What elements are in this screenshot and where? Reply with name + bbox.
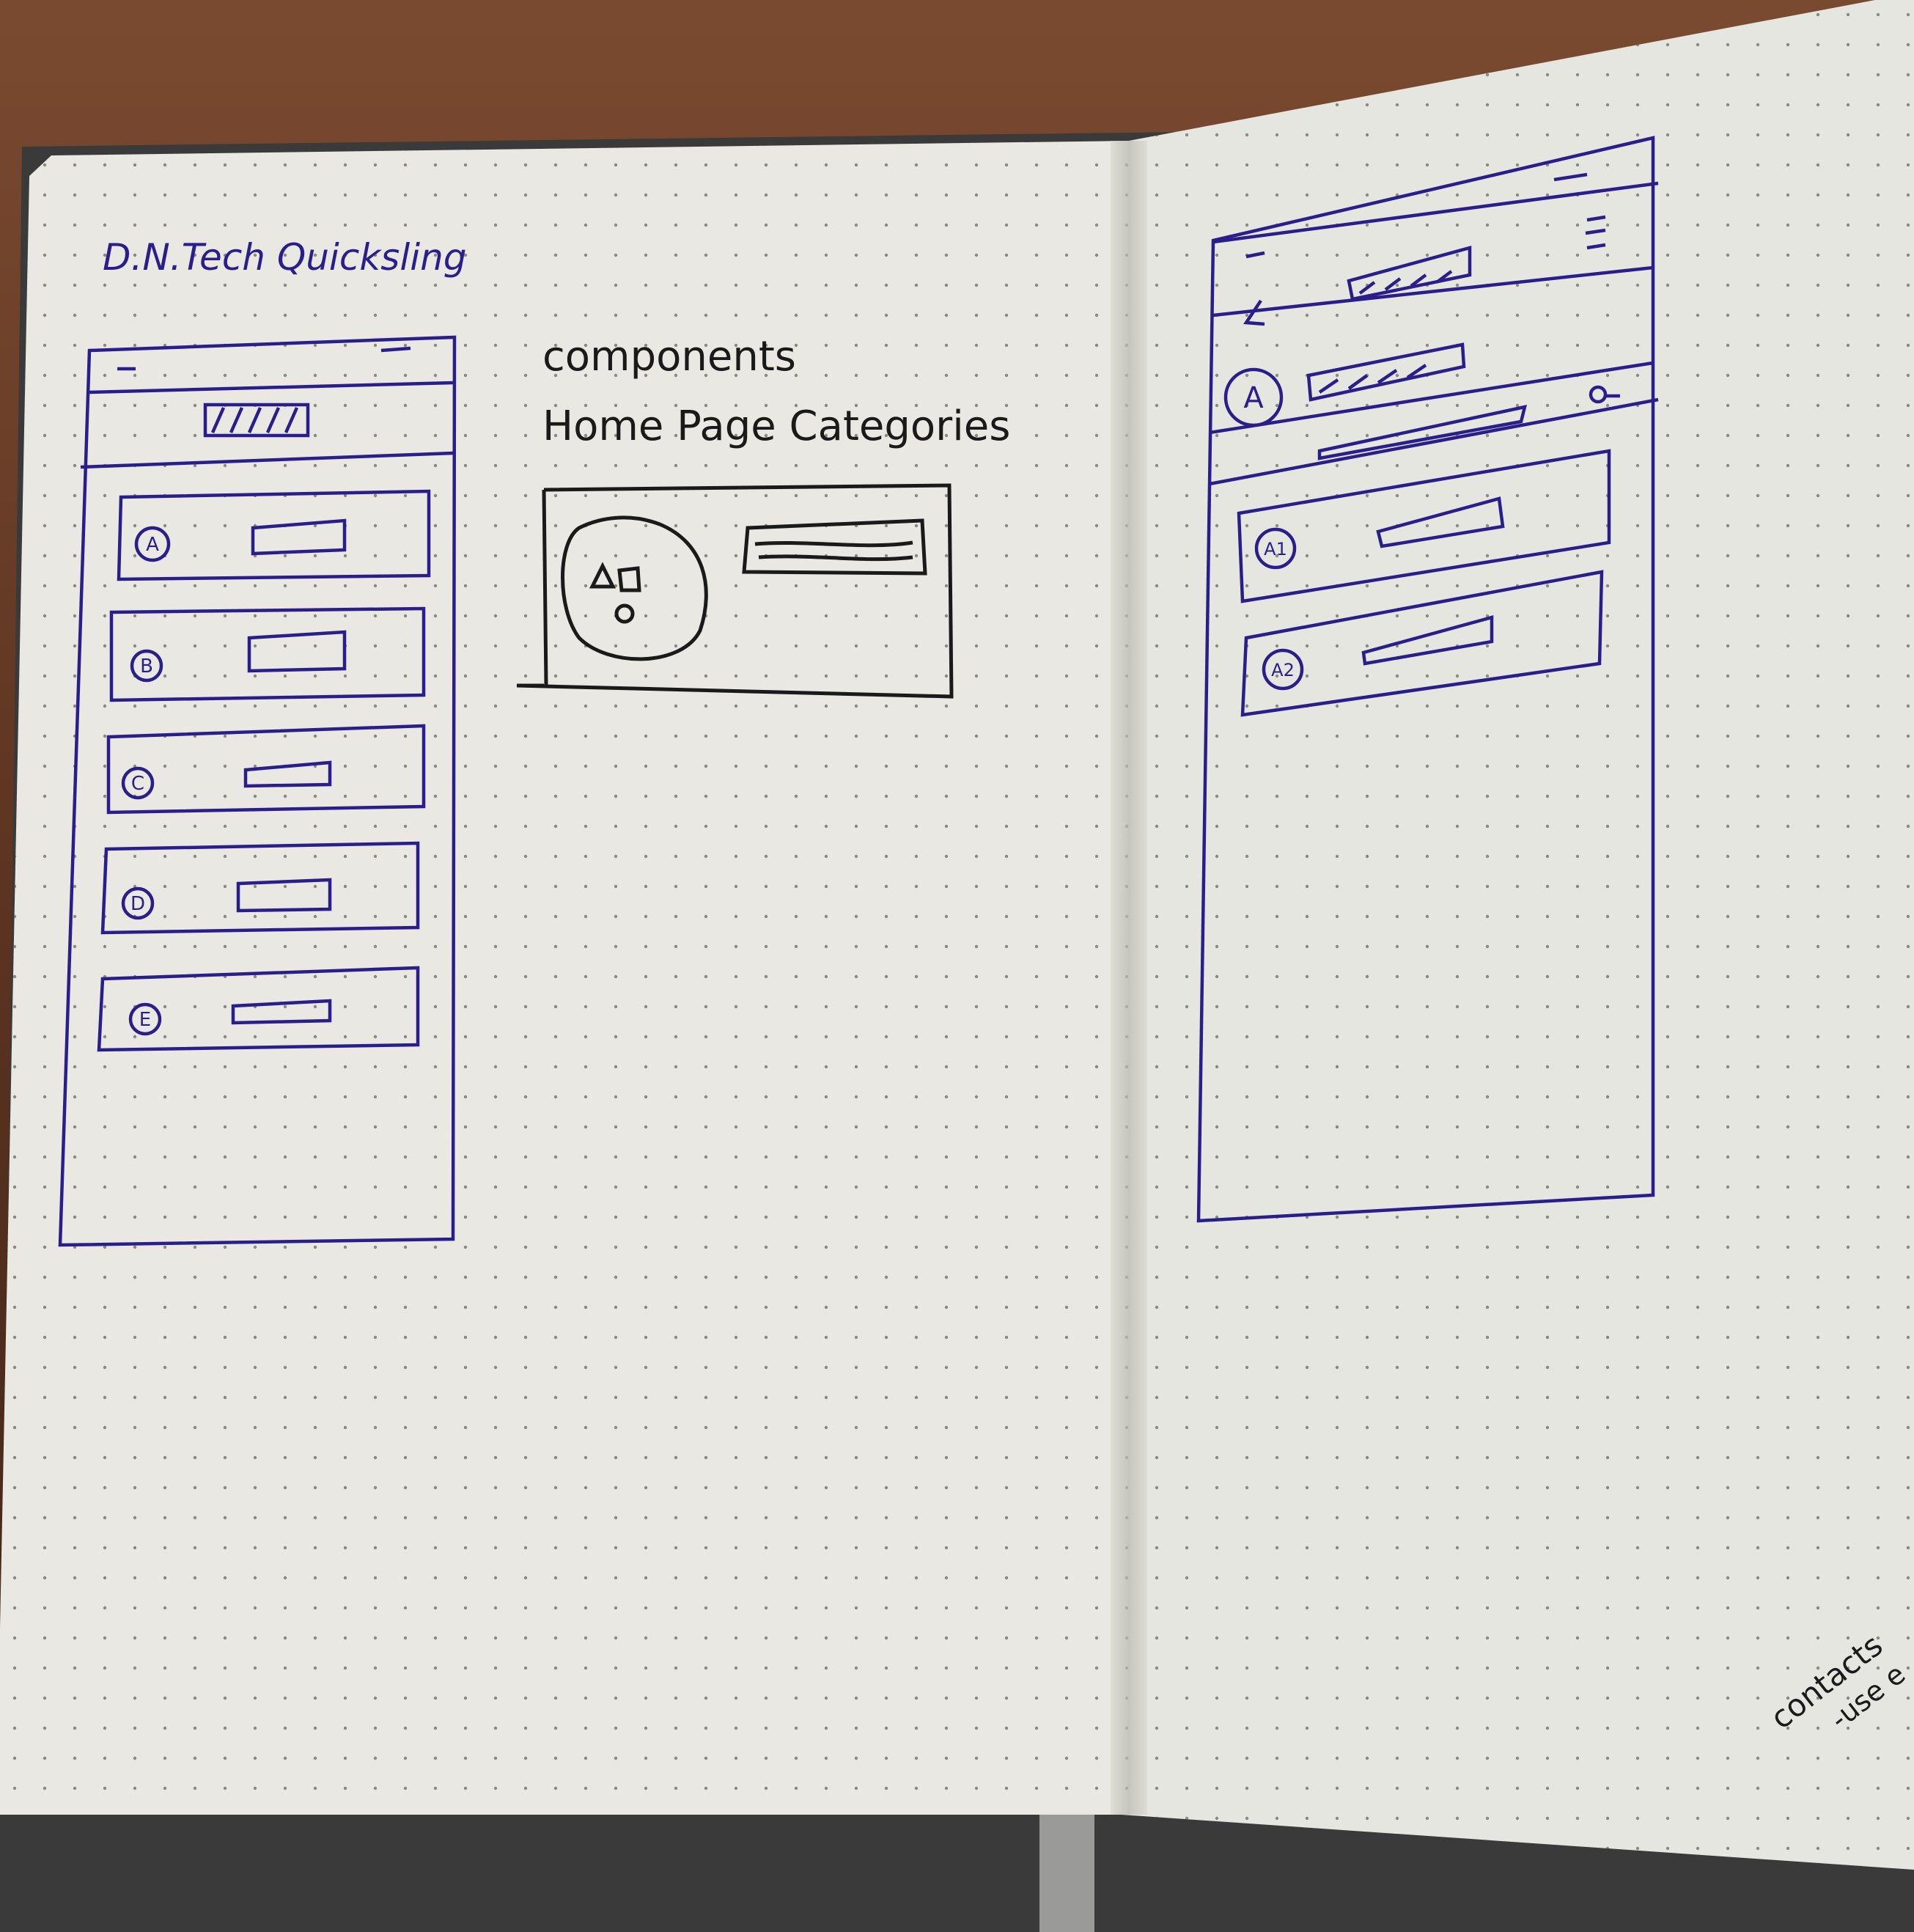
gutter xyxy=(1111,141,1147,1815)
sub-item-label: A2 xyxy=(1271,660,1295,680)
bookmark-ribbon xyxy=(1039,1815,1094,1932)
list-item-letter: A xyxy=(146,534,159,556)
wireframe-detail-letters: A A1 A2 xyxy=(1243,381,1295,680)
list-item-letter: B xyxy=(140,655,153,677)
detail-item-letter: A xyxy=(1243,381,1264,415)
heading-categories: Home Page Categories xyxy=(542,403,1010,450)
notebook-title: D.N.Tech Quicksling xyxy=(103,236,467,279)
wireframe-detail xyxy=(1196,136,1659,1223)
category-card-sketch xyxy=(516,483,954,699)
list-item-letter: E xyxy=(139,1009,151,1031)
wireframe-home-letters: A B C D E xyxy=(130,534,159,1031)
list-item-letter: D xyxy=(130,893,145,915)
wireframe-home xyxy=(58,335,457,1247)
list-item-letter: C xyxy=(131,773,144,795)
sub-item-label: A1 xyxy=(1264,539,1287,559)
heading-components: components xyxy=(542,333,796,381)
